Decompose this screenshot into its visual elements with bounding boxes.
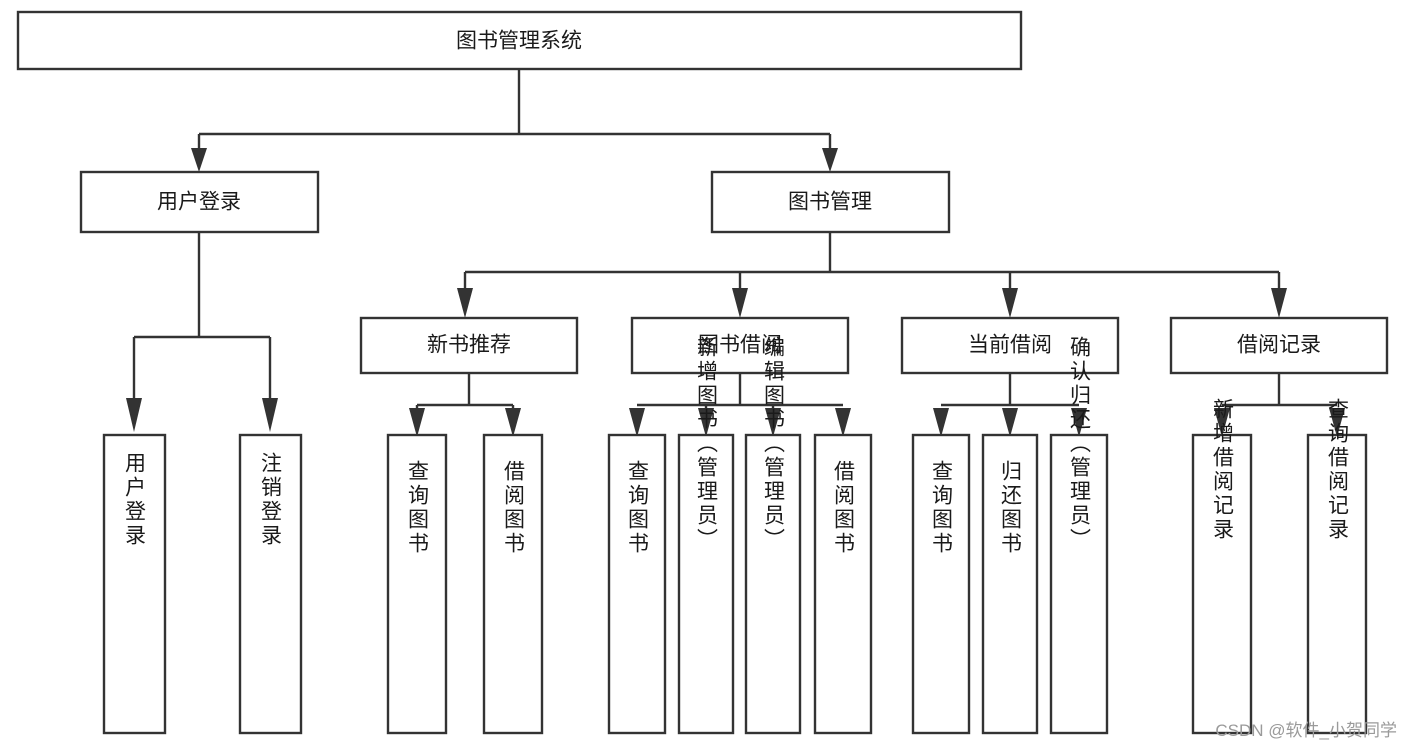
leaf-new-book-2[interactable]: 借阅图书: [482, 433, 544, 735]
leaf-user-login-2[interactable]: 注销登录: [238, 433, 303, 735]
leaf-borrow-3-box[interactable]: [744, 433, 802, 735]
node-new-book-recommend-label: 新书推荐: [427, 334, 511, 357]
arrow-user-login-leaf-1: [126, 398, 142, 432]
node-book-management-box[interactable]: [710, 170, 951, 234]
node-book-borrow-label: 图书借阅: [698, 334, 782, 357]
leaf-current-1[interactable]: 查询图书: [911, 433, 971, 735]
leaf-user-login-1[interactable]: 用户登录: [102, 433, 167, 735]
leaf-borrow-2-box[interactable]: [677, 433, 735, 735]
arrow-current-leaf-3: [1071, 408, 1087, 437]
leaf-current-1-label: 查询图书: [930, 460, 954, 556]
arrow-record-leaf-2: [1329, 408, 1345, 437]
leaf-record-1-box[interactable]: [1191, 433, 1253, 735]
node-book-management-label: 图书管理: [788, 191, 872, 214]
leaf-borrow-4-label: 借阅图书: [832, 460, 856, 556]
node-user-login[interactable]: 用户登录: [79, 170, 320, 234]
leaf-user-login-1-box[interactable]: [102, 433, 167, 735]
arrow-record-leaf-1: [1214, 408, 1230, 437]
leaf-new-book-1[interactable]: 查询图书: [386, 433, 448, 735]
arrow-newbook-leaf-2: [505, 408, 521, 437]
leaf-borrow-3[interactable]: 编辑图书（管理员）: [744, 336, 802, 735]
arrow-bm-to-borrow: [732, 288, 748, 318]
leaf-record-2[interactable]: 查询借阅记录: [1306, 398, 1368, 735]
node-new-book-recommend[interactable]: 新书推荐: [359, 316, 579, 375]
arrow-borrow-leaf-2: [698, 408, 714, 437]
leaf-current-3-box[interactable]: [1049, 433, 1109, 735]
leaf-borrow-4-box[interactable]: [813, 433, 873, 735]
leaf-new-book-1-box[interactable]: [386, 433, 448, 735]
leaf-borrow-1[interactable]: 查询图书: [607, 433, 667, 735]
arrow-root-user-login: [191, 148, 207, 172]
arrow-root-book-mgmt: [822, 148, 838, 172]
node-borrow-record-label: 借阅记录: [1237, 334, 1321, 357]
node-user-login-label: 用户登录: [157, 191, 241, 214]
leaf-current-2-box[interactable]: [981, 433, 1039, 735]
arrow-current-leaf-1: [933, 408, 949, 437]
node-root[interactable]: 图书管理系统: [16, 10, 1023, 71]
arrow-bm-to-current: [1002, 288, 1018, 318]
node-root-box[interactable]: [16, 10, 1023, 71]
node-user-login-box[interactable]: [79, 170, 320, 234]
leaf-new-book-2-box[interactable]: [482, 433, 544, 735]
arrow-borrow-leaf-3: [765, 408, 781, 437]
arrow-newbook-leaf-1: [409, 408, 425, 437]
node-current-borrow-box[interactable]: [900, 316, 1120, 375]
leaf-current-2-label: 归还图书: [999, 460, 1023, 556]
leaf-current-2[interactable]: 归还图书: [981, 433, 1039, 735]
arrow-user-login-leaf-2: [262, 398, 278, 432]
leaf-record-1-label: 新增借阅记录: [1211, 398, 1235, 542]
node-current-borrow[interactable]: 当前借阅: [900, 316, 1120, 375]
arrow-current-leaf-2: [1002, 408, 1018, 437]
leaf-user-login-1-label: 用户登录: [123, 452, 147, 548]
arrow-bm-to-record: [1271, 288, 1287, 318]
arrow-borrow-leaf-1: [629, 408, 645, 437]
leaf-current-3-label: 确认归还（管理员）: [1068, 336, 1092, 552]
node-borrow-record[interactable]: 借阅记录: [1169, 316, 1389, 375]
connector-group: [126, 69, 1345, 437]
leaf-borrow-2[interactable]: 新增图书（管理员）: [677, 336, 735, 735]
node-root-label: 图书管理系统: [456, 30, 582, 53]
arrow-bm-to-new-book: [457, 288, 473, 318]
node-new-book-recommend-box[interactable]: [359, 316, 579, 375]
leaf-record-2-box[interactable]: [1306, 433, 1368, 735]
arrow-borrow-leaf-4: [835, 408, 851, 437]
leaf-borrow-1-box[interactable]: [607, 433, 667, 735]
leaf-user-login-2-label: 注销登录: [259, 452, 283, 548]
leaf-borrow-1-label: 查询图书: [626, 460, 650, 556]
leaf-current-3[interactable]: 确认归还（管理员）: [1049, 336, 1109, 735]
leaf-current-1-box[interactable]: [911, 433, 971, 735]
node-book-borrow-box[interactable]: [630, 316, 850, 375]
leaf-borrow-3-label: 编辑图书（管理员）: [762, 336, 786, 552]
node-book-management[interactable]: 图书管理: [710, 170, 951, 234]
leaf-borrow-2-label: 新增图书（管理员）: [695, 336, 719, 552]
leaf-user-login-2-box[interactable]: [238, 433, 303, 735]
leaf-record-1[interactable]: 新增借阅记录: [1191, 398, 1253, 735]
node-book-borrow[interactable]: 图书借阅: [630, 316, 850, 375]
leaf-borrow-4[interactable]: 借阅图书: [813, 433, 873, 735]
leaf-new-book-2-label: 借阅图书: [502, 460, 526, 556]
leaf-new-book-1-label: 查询图书: [406, 460, 430, 556]
leaf-record-2-label: 查询借阅记录: [1326, 398, 1350, 542]
node-borrow-record-box[interactable]: [1169, 316, 1389, 375]
node-current-borrow-label: 当前借阅: [968, 334, 1052, 357]
